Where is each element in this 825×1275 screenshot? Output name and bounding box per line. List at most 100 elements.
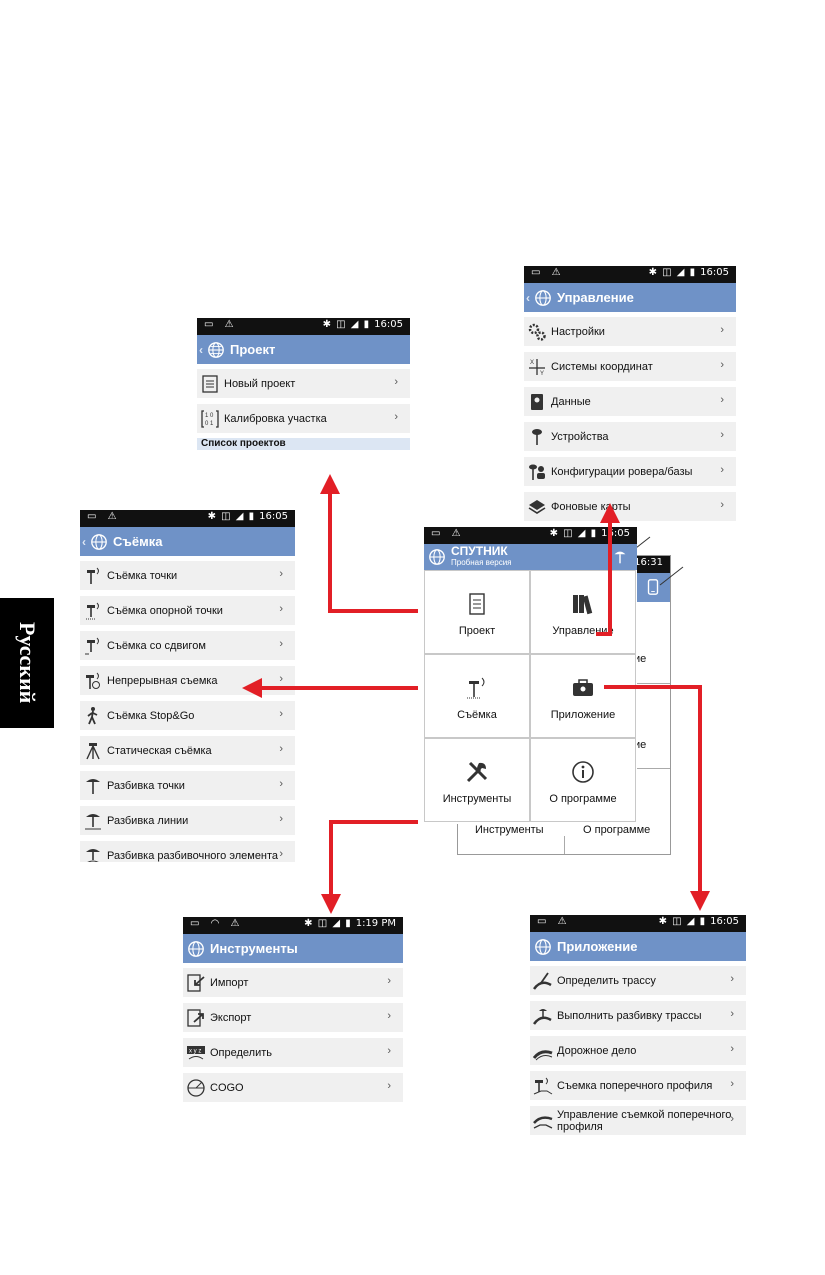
chevron-right-icon: ›: [394, 376, 398, 388]
chevron-right-icon: ›: [720, 394, 724, 406]
tile-manage[interactable]: Управление: [530, 570, 636, 654]
chevron-right-icon: ›: [279, 743, 283, 755]
chevron-right-icon: ›: [279, 778, 283, 790]
chevron-right-icon: ›: [279, 708, 283, 720]
xyz-define-icon: x y z: [187, 1045, 205, 1059]
back-tile-label: О программе: [583, 824, 651, 836]
tile-label: Съёмка: [457, 709, 497, 721]
control-point-icon: [86, 602, 99, 619]
menu-item-label: Импорт: [210, 976, 249, 989]
project-screen: ▭ ⚠✱ ◫ ◢ ▮16:05 ‹ Проект Новый проект› 1…: [197, 318, 410, 476]
receiver-status-icon[interactable]: [611, 548, 629, 566]
globe-icon: [91, 533, 107, 550]
menu-item-stake-alignment[interactable]: Выполнить разбивку трассы›: [530, 1001, 746, 1031]
back-icon[interactable]: ‹: [526, 290, 530, 305]
menu-item-cross-section-survey[interactable]: Съемка поперечного профиля›: [530, 1071, 746, 1101]
menu-item-define-alignment[interactable]: Определить трассу›: [530, 966, 746, 996]
menu-item-control-point-survey[interactable]: Съёмка опорной точки›: [80, 596, 295, 626]
menu-item-devices[interactable]: Устройства›: [524, 422, 736, 452]
chevron-right-icon: ›: [730, 1113, 734, 1125]
manage-screen: ▭ ⚠✱ ◫ ◢ ▮16:05 ‹ Управление Настройки› …: [524, 266, 736, 548]
stakeout-element-icon: [86, 848, 100, 862]
gears-icon: [528, 323, 546, 341]
books-icon: [573, 595, 593, 615]
toolbox-icon: [573, 679, 593, 696]
cross-section-manage-icon: [533, 1115, 553, 1129]
tile-label: Приложение: [550, 709, 616, 721]
project-toolbar[interactable]: ‹ Проект: [197, 335, 410, 364]
menu-item-label: Съёмка со сдвигом: [107, 639, 206, 652]
chevron-right-icon: ›: [720, 324, 724, 336]
road-pen-icon: [533, 971, 552, 990]
stakeout-line-icon: [85, 813, 101, 829]
tile-project[interactable]: Проект: [424, 570, 530, 654]
tripod-icon: [86, 742, 100, 759]
menu-item-label: Разбивка разбивочного элемента: [107, 849, 279, 862]
stakeout-point-icon: [86, 778, 100, 794]
menu-item-new-project[interactable]: Новый проект ›: [197, 369, 410, 399]
phone-icon: [647, 579, 659, 595]
tile-applications[interactable]: Приложение: [530, 654, 636, 738]
menu-item-export[interactable]: Экспорт›: [183, 1003, 403, 1033]
chevron-right-icon: ›: [394, 411, 398, 423]
menu-item-continuous-survey[interactable]: Непрерывная съемка›: [80, 666, 295, 696]
menu-item-label: Непрерывная съемка: [107, 674, 218, 687]
menu-item-element-stakeout[interactable]: Разбивка разбивочного элемента›: [80, 841, 295, 862]
tile-survey[interactable]: Съёмка: [424, 654, 530, 738]
tile-divider: [564, 836, 565, 854]
menu-item-static-survey[interactable]: Статическая съёмка›: [80, 736, 295, 766]
survey-pole-icon: [87, 567, 99, 584]
menu-item-offset-survey[interactable]: Съёмка со сдвигом›: [80, 631, 295, 661]
menu-item-label: Системы координат: [551, 360, 653, 373]
tools-title: Инструменты: [210, 941, 298, 956]
tile-tools[interactable]: Инструменты: [424, 738, 530, 822]
rover-user-icon: [529, 464, 545, 480]
menu-item-background-maps[interactable]: Фоновые карты›: [524, 492, 736, 522]
menu-item-label: Съемка поперечного профиля: [557, 1079, 713, 1092]
menu-item-label: Новый проект: [224, 377, 296, 390]
survey-screen: ▭ ⚠✱ ◫ ◢ ▮16:05 ‹ Съёмка Съёмка точки› С…: [80, 510, 295, 862]
manage-toolbar[interactable]: ‹ Управление: [524, 283, 736, 312]
menu-item-line-stakeout[interactable]: Разбивка линии›: [80, 806, 295, 836]
tile-about[interactable]: О программе: [530, 738, 636, 822]
back-icon[interactable]: ‹: [199, 342, 203, 357]
project-title: Проект: [230, 342, 276, 357]
globe-icon: [208, 341, 224, 358]
menu-item-settings[interactable]: Настройки ›: [524, 317, 736, 347]
menu-item-label: Съёмка Stop&Go: [107, 709, 195, 722]
chevron-right-icon: ›: [279, 848, 283, 860]
menu-item-cogo[interactable]: COGO›: [183, 1073, 403, 1102]
menu-item-rover-base-configs[interactable]: Конфигурации ровера/базы›: [524, 457, 736, 487]
tools-toolbar: Инструменты: [183, 934, 403, 963]
menu-item-label: Настройки: [551, 325, 605, 338]
tile-label: О программе: [549, 793, 617, 805]
menu-item-roading[interactable]: Дорожное дело›: [530, 1036, 746, 1066]
chevron-right-icon: ›: [387, 1045, 391, 1057]
tile-label: Проект: [458, 625, 496, 637]
chevron-right-icon: ›: [720, 499, 724, 511]
tools-icon: [466, 761, 488, 783]
back-tile-label: ие: [634, 653, 647, 665]
menu-item-stop-go-survey[interactable]: Съёмка Stop&Go ›: [80, 701, 295, 731]
status-bar: ▭ ⚠✱ ◫ ◢ ▮16:05: [524, 266, 736, 283]
menu-item-import[interactable]: Импорт›: [183, 968, 403, 998]
apps-toolbar: Приложение: [530, 932, 746, 961]
survey-toolbar[interactable]: ‹ Съёмка: [80, 527, 295, 556]
arrow-to-project-h: [328, 609, 418, 613]
receiver-pole-icon: [532, 428, 542, 445]
arrow-to-manage-h: [596, 632, 612, 636]
menu-item-data[interactable]: Данные›: [524, 387, 736, 417]
menu-item-cross-section-management[interactable]: Управление съемкой поперечного профиля›: [530, 1106, 746, 1136]
back-icon[interactable]: ‹: [82, 534, 86, 549]
menu-item-label: Разбивка линии: [107, 814, 189, 827]
arrow-to-tools-v: [329, 820, 333, 898]
menu-item-point-stakeout[interactable]: Разбивка точки›: [80, 771, 295, 801]
continuous-survey-icon: [86, 672, 100, 689]
data-book-icon: [531, 393, 543, 410]
project-list-header: Список проектов: [197, 438, 410, 450]
menu-item-label: Калибровка участка: [224, 412, 327, 425]
menu-item-define[interactable]: x y z Определить›: [183, 1038, 403, 1068]
menu-item-point-survey[interactable]: Съёмка точки›: [80, 561, 295, 591]
